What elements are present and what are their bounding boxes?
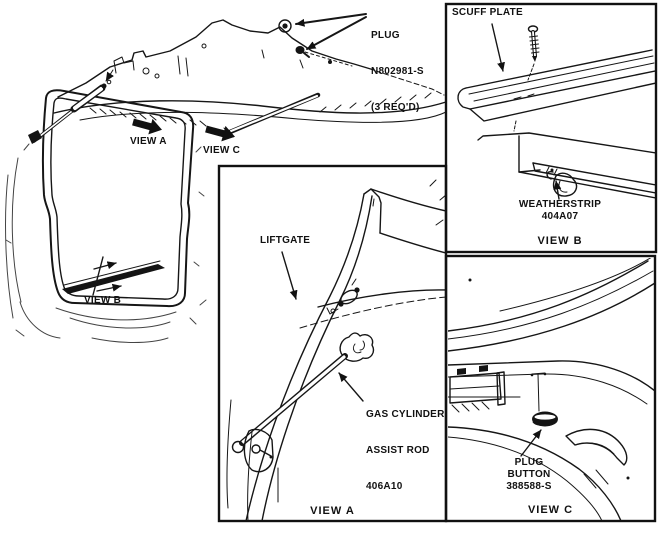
view-a-arrow-icon (132, 118, 162, 135)
liftgate-edge (245, 179, 445, 520)
gas-cylinder-callout-line2: ASSIST ROD (366, 445, 430, 456)
plug-button (530, 372, 558, 427)
scuff-plate-strip (62, 260, 165, 294)
plug-button-callout-line3: 388588-S (506, 481, 552, 492)
gas-cylinder-callout-line1: GAS CYLINDER (366, 409, 445, 420)
plug-callout: PLUG N802981-S (3 REQ'D) (371, 6, 424, 138)
grommet-socket (339, 332, 375, 362)
view-b-panel-artwork (457, 23, 655, 200)
view-c-panel-artwork (448, 258, 654, 520)
gas-cylinder-strut-right (223, 92, 321, 138)
gas-cylinder-callout: GAS CYLINDER ASSIST ROD 406A10 (366, 385, 445, 517)
weatherstrip-callout-line1: WEATHERSTRIP (518, 199, 602, 210)
view-b-caption: VIEW B (537, 235, 583, 247)
pillar-bracket (226, 399, 279, 520)
liftgate-label: LIFTGATE (260, 235, 311, 246)
quarter-panel-seams (448, 258, 654, 520)
hinge-bracket (449, 365, 506, 413)
sill-cross-section (477, 120, 655, 199)
view-b-pointer-arrows (92, 256, 122, 296)
weatherstrip-callout: WEATHERSTRIP 404A07 (505, 199, 615, 223)
gas-cylinder-assist-rod (231, 353, 348, 454)
hinge-latch-cluster (326, 278, 360, 315)
view-c-arrow-icon (205, 125, 235, 142)
screw-fastener (527, 25, 540, 81)
liftgate-opening-frame (41, 89, 195, 308)
view-a-caption: VIEW A (310, 505, 355, 517)
plug-callout-line3: (3 REQ'D) (371, 102, 420, 113)
body-sketch-lines (5, 143, 207, 343)
plug-callout-line1: PLUG (371, 30, 400, 41)
weatherstrip-callout-line2: 404A07 (541, 211, 579, 222)
plug-button-leader-arrow (520, 429, 542, 457)
plug-grommets (278, 19, 353, 67)
view-b-panel-border (444, 2, 658, 254)
view-c-caption: VIEW C (527, 504, 574, 516)
quarter-panel-curves (299, 289, 445, 329)
view-a-panel-artwork (226, 179, 445, 520)
scuff-plate-label: SCUFF PLATE (452, 7, 523, 18)
view-c-panel-border (444, 254, 657, 523)
plug-button-callout-line2: BUTTON (507, 469, 551, 480)
vehicle-rear-body-drawing (5, 13, 447, 343)
scuff-plate-leader-arrow (491, 23, 505, 72)
view-a-pointer-label: VIEW A (130, 136, 167, 147)
scuff-plate-drawing (457, 49, 655, 122)
view-b-pointer-label: VIEW B (84, 295, 122, 306)
view-a-leader-arrows (281, 251, 364, 402)
weatherstrip-leader-arrow (553, 180, 562, 200)
gas-cylinder-callout-line3: 406A10 (366, 481, 403, 492)
plug-leader-arrows (295, 13, 367, 50)
plug-button-callout: PLUG BUTTON 388588-S (494, 457, 564, 493)
plug-button-callout-line1: PLUG (514, 457, 544, 468)
gas-cylinder-strut-left (28, 69, 114, 144)
view-c-pointer-label: VIEW C (203, 145, 241, 156)
plug-callout-line2: N802981-S (371, 66, 424, 77)
